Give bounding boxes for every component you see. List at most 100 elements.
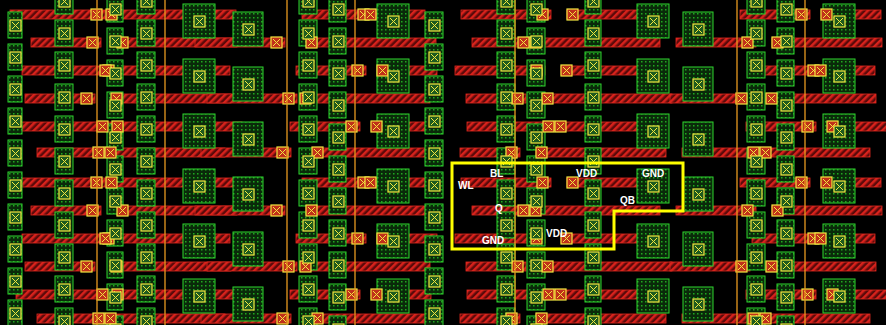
poly-wire [112, 122, 242, 131]
contact-via [588, 92, 599, 103]
contact-via [303, 284, 314, 295]
contact-via [834, 291, 845, 302]
contact-via [303, 220, 314, 231]
active-region [299, 180, 317, 206]
active-region [8, 236, 22, 262]
contact-via [59, 92, 70, 103]
contact-via [742, 205, 753, 216]
contact-via [815, 233, 826, 244]
active-region [747, 0, 765, 14]
contact-via [531, 228, 542, 239]
active-region [137, 212, 155, 238]
contact-via [834, 71, 845, 82]
contact-via [429, 20, 440, 31]
active-region [425, 108, 443, 134]
contact-via [59, 156, 70, 167]
contact-via [194, 236, 205, 247]
active-region [497, 308, 515, 325]
active-region [777, 316, 794, 325]
contact-via [501, 92, 512, 103]
contact-via [243, 299, 254, 310]
contact-via [751, 28, 762, 39]
contact-via [555, 289, 566, 300]
metal-line [286, 0, 287, 325]
contact-via [141, 252, 152, 263]
contact-via [648, 236, 659, 247]
contact-via [834, 126, 845, 137]
contact-via [429, 308, 440, 319]
contact-via [834, 16, 845, 27]
contact-via [10, 84, 21, 95]
active-region [183, 59, 215, 93]
contact-via [429, 52, 440, 63]
contact-via [59, 0, 70, 7]
active-region [585, 212, 601, 238]
active-region [55, 244, 73, 270]
active-region [425, 204, 443, 230]
contact-via [303, 60, 314, 71]
contact-via [388, 71, 399, 82]
contact-via [105, 147, 116, 158]
contact-via [501, 60, 512, 71]
contact-via [10, 20, 21, 31]
contact-via [59, 220, 70, 231]
active-region [425, 300, 443, 325]
contact-via [821, 177, 832, 188]
contact-via [271, 37, 282, 48]
contact-via [693, 79, 704, 90]
contact-via [110, 260, 121, 271]
active-region [8, 268, 22, 294]
contact-via [377, 65, 388, 76]
active-region [377, 4, 409, 38]
contact-via [59, 28, 70, 39]
contact-via [501, 0, 512, 7]
active-region [183, 114, 215, 148]
active-region [747, 180, 765, 206]
active-region [329, 156, 346, 182]
active-region [527, 284, 545, 310]
contact-via [303, 252, 314, 263]
active-region [8, 204, 22, 230]
contact-via [648, 126, 659, 137]
active-region [377, 169, 409, 203]
contact-via [97, 289, 108, 300]
contact-via [518, 205, 529, 216]
contact-via [751, 124, 762, 135]
contact-via [567, 9, 578, 20]
active-region [747, 116, 765, 142]
contact-via [543, 289, 554, 300]
contact-via [802, 289, 813, 300]
poly-wire [306, 206, 436, 215]
contact-via [365, 177, 376, 188]
contact-via [693, 24, 704, 35]
active-region [107, 60, 123, 86]
poly-wire [300, 94, 430, 103]
active-region [183, 169, 215, 203]
contact-via [59, 188, 70, 199]
active-region [137, 148, 155, 174]
contact-via [194, 126, 205, 137]
contact-via [10, 212, 21, 223]
contact-via [542, 93, 553, 104]
contact-via [543, 121, 554, 132]
contact-via [751, 60, 762, 71]
contact-via [388, 181, 399, 192]
metal-line [804, 0, 805, 325]
poly-wire [542, 94, 672, 103]
active-region [329, 124, 346, 150]
active-region [497, 84, 515, 110]
contact-via [303, 156, 314, 167]
active-region [183, 279, 215, 313]
contact-via [388, 291, 399, 302]
active-region [585, 20, 601, 46]
poly-wire [106, 178, 236, 187]
contact-via [194, 181, 205, 192]
contact-via [110, 36, 121, 47]
contact-via [588, 252, 599, 263]
contact-via [110, 68, 121, 79]
contact-via [59, 60, 70, 71]
active-region [107, 92, 123, 118]
contact-via [429, 148, 440, 159]
contact-via [588, 28, 599, 39]
